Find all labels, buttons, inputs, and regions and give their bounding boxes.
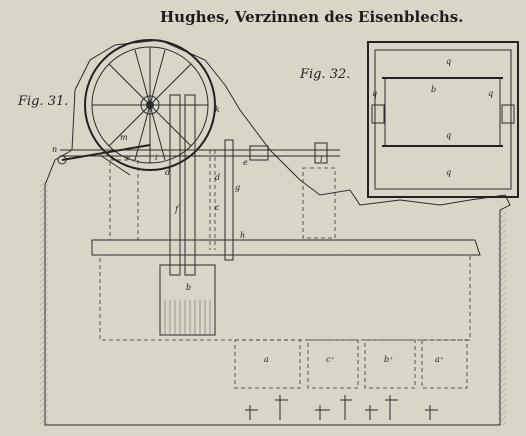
vessel-a2 [421, 339, 468, 389]
fig32-label-q-top: q [446, 57, 451, 66]
label-b-plus: b⁺ [384, 355, 393, 364]
taps [245, 395, 438, 420]
label-a-plus: a⁺ [435, 355, 444, 364]
label-a: a [264, 355, 269, 364]
label-d: d [165, 168, 170, 177]
flywheel [84, 39, 216, 171]
fig32-label: Fig. 32. [299, 67, 350, 82]
fig31-drawing: n m e i d k f e l c g d h b a c⁺ b⁺ a⁺ [40, 39, 511, 426]
label-h: h [240, 231, 245, 240]
label-n: n [52, 145, 57, 154]
vessel-c [307, 339, 359, 389]
fig32-label-q-right: q [488, 89, 493, 98]
tin-pot-cover [91, 239, 481, 256]
vessel-a [234, 339, 301, 389]
fig31-label: Fig. 31. [17, 94, 68, 109]
plate-title: Hughes, Verzinnen des Eisenblechs. [160, 8, 463, 26]
fig32-label-q-left: q [372, 89, 377, 98]
label-b: b [186, 283, 191, 292]
label-l: l [320, 155, 323, 164]
fig32-label-b: b [431, 85, 436, 94]
vessel-b [364, 339, 416, 389]
fig32-label-q-bottom: q [446, 168, 451, 177]
fig32-label-q-inner: q [446, 131, 451, 140]
label-c-plus: c⁺ [326, 355, 335, 364]
label-e: e [126, 153, 131, 162]
masonry-outline [44, 39, 511, 426]
label-f: f [174, 205, 180, 214]
label-d2: d [215, 173, 220, 182]
label-i: i [155, 153, 158, 162]
plate-bundle [159, 264, 216, 336]
fig32-drawing: q b q q q q [367, 41, 519, 198]
label-e2: e [243, 158, 248, 167]
label-g: g [235, 183, 240, 192]
label-m: m [120, 133, 128, 142]
label-c: c [215, 203, 220, 212]
label-k: k [215, 105, 220, 114]
